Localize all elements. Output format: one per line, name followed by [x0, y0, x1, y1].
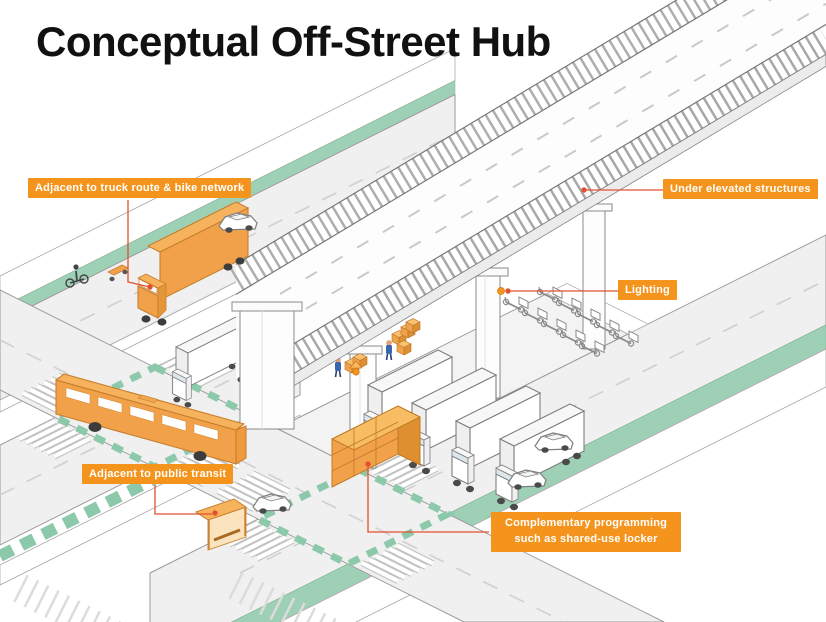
hub-lighting [349, 287, 505, 376]
callout-truck-route: Adjacent to truck route & bike network [28, 178, 252, 198]
end-pier [231, 301, 303, 430]
bike-lane-dashed [0, 400, 303, 562]
transit-bus [54, 373, 247, 465]
callout-public-transit: Adjacent to public transit [82, 464, 234, 484]
lamp-icon [349, 360, 363, 369]
callout-shared-locker-line2: such as shared-use locker [514, 532, 658, 545]
callout-shared-locker: Complementary programming such as shared… [491, 512, 681, 552]
bottom-intersection [218, 451, 456, 581]
elevated-viaduct [229, 0, 826, 430]
page-title: Conceptual Off-Street Hub [36, 18, 551, 65]
worker [385, 339, 393, 361]
callout-lighting: Lighting [618, 280, 677, 300]
near-railing-band [250, 24, 826, 401]
parking-stripes [228, 571, 343, 622]
deck-surface [236, 0, 826, 379]
lamp-icon [497, 287, 505, 295]
callout-shared-locker-line1: Complementary programming [504, 517, 668, 529]
leader-dots [147, 187, 587, 516]
parcel-locker [330, 405, 422, 488]
viaduct-piers [343, 203, 613, 469]
lamp-icon [352, 368, 360, 376]
near-railing-posts [243, 28, 826, 397]
lane-dashes [239, 279, 826, 574]
leader-lines [127, 189, 663, 533]
callout-under-elevated: Under elevated structures [663, 179, 818, 199]
bike-crossing-green [250, 465, 456, 568]
bus-shelter [194, 498, 248, 551]
cyclist [65, 264, 89, 288]
